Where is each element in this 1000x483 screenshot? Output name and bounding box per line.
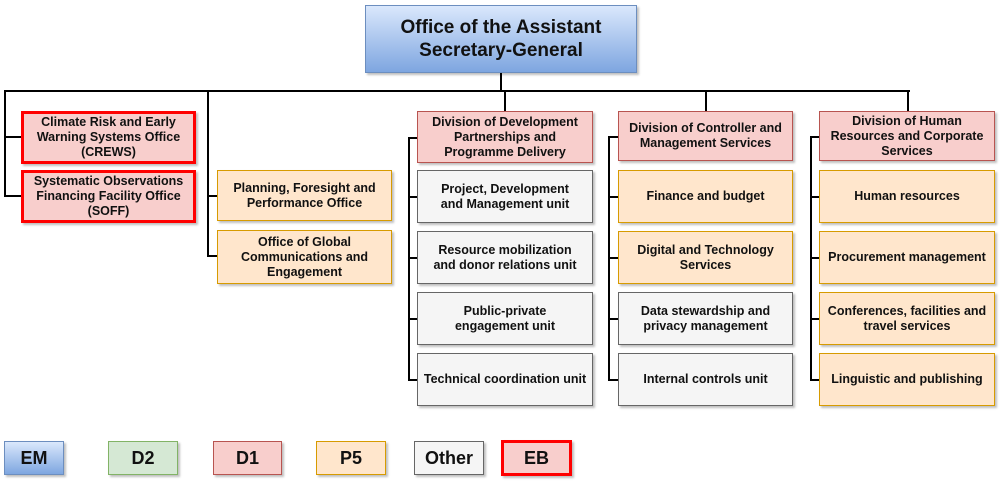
connector xyxy=(207,195,217,197)
node-finance-budget: Finance and budget xyxy=(618,170,793,223)
node-planning-foresight: Planning, Foresight and Performance Offi… xyxy=(217,170,392,221)
connector xyxy=(705,90,707,111)
connector xyxy=(408,257,417,259)
connector xyxy=(4,90,6,197)
node-division-development-partnerships: Division of Development Partnerships and… xyxy=(417,111,593,163)
node-digital-technology: Digital and Technology Services xyxy=(618,231,793,284)
connector xyxy=(500,73,502,92)
node-linguistic-publishing: Linguistic and publishing xyxy=(819,353,995,406)
connector xyxy=(504,90,506,111)
node-resource-mobilization-unit: Resource mobilization and donor relation… xyxy=(417,231,593,284)
connector xyxy=(810,136,819,138)
connector xyxy=(4,195,21,197)
connector xyxy=(608,257,618,259)
connector xyxy=(4,136,21,138)
legend-p5: P5 xyxy=(316,441,386,475)
connector xyxy=(408,379,417,381)
node-project-development-unit: Project, Development and Management unit xyxy=(417,170,593,223)
connector xyxy=(408,137,410,381)
connector xyxy=(4,90,910,92)
node-assistant-secretary-general: Office of the Assistant Secretary-Genera… xyxy=(365,5,637,73)
connector xyxy=(608,136,618,138)
connector xyxy=(810,257,819,259)
legend-eb: EB xyxy=(501,440,572,476)
legend-other: Other xyxy=(414,441,484,475)
connector xyxy=(207,90,209,257)
connector xyxy=(608,379,618,381)
node-technical-coordination-unit: Technical coordination unit xyxy=(417,353,593,406)
connector xyxy=(907,90,909,111)
connector xyxy=(408,196,417,198)
legend-d1: D1 xyxy=(213,441,282,475)
node-data-stewardship: Data stewardship and privacy management xyxy=(618,292,793,345)
connector xyxy=(810,196,819,198)
connector xyxy=(408,137,417,139)
node-division-controller: Division of Controller and Management Se… xyxy=(618,111,793,161)
connector xyxy=(408,318,417,320)
legend-em: EM xyxy=(4,441,64,475)
node-global-communications: Office of Global Communications and Enga… xyxy=(217,230,392,284)
node-procurement: Procurement management xyxy=(819,231,995,284)
node-conferences-facilities: Conferences, facilities and travel servi… xyxy=(819,292,995,345)
connector xyxy=(207,255,217,257)
connector xyxy=(608,196,618,198)
connector xyxy=(810,379,819,381)
node-public-private-unit: Public-private engagement unit xyxy=(417,292,593,345)
node-division-human-resources: Division of Human Resources and Corporat… xyxy=(819,111,995,161)
node-internal-controls: Internal controls unit xyxy=(618,353,793,406)
legend-d2: D2 xyxy=(108,441,178,475)
connector xyxy=(608,318,618,320)
connector xyxy=(810,318,819,320)
node-soff: Systematic Observations Financing Facili… xyxy=(21,170,196,223)
node-crews: Climate Risk and Early Warning Systems O… xyxy=(21,111,196,164)
node-human-resources: Human resources xyxy=(819,170,995,223)
